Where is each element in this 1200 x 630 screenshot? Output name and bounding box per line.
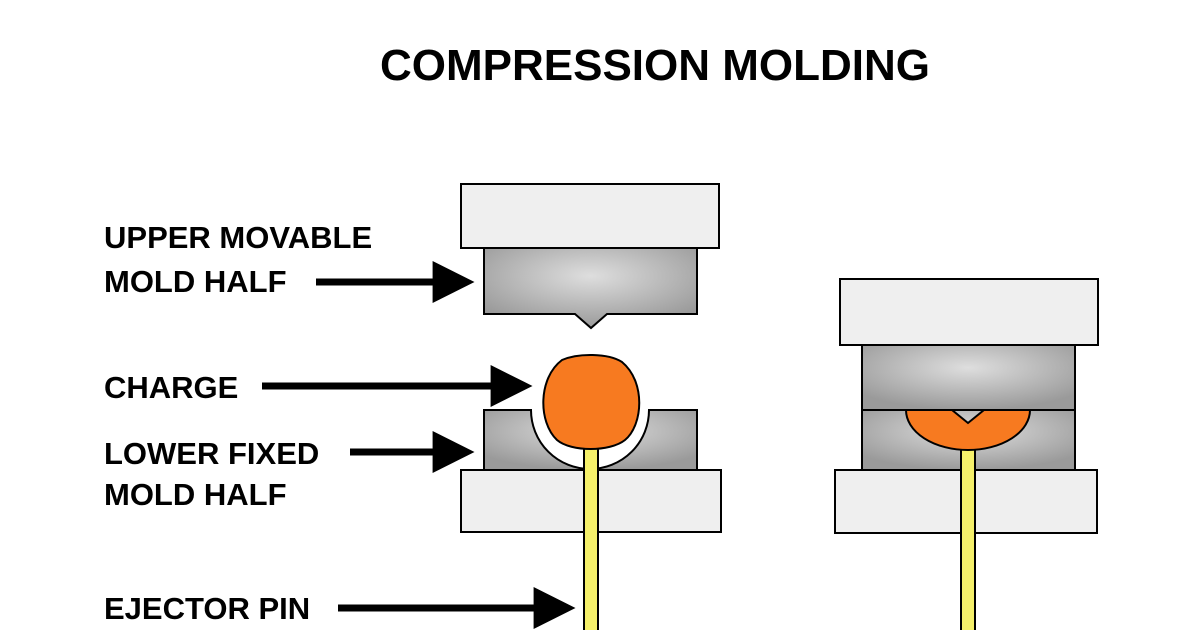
closed-ejector-pin [960,447,976,630]
upper-movable-mold-half [483,247,698,330]
upper-platen [460,183,720,249]
molded-part [904,409,1032,451]
ejector-pin [583,439,599,630]
closed-mold-assembly [834,278,1099,630]
label-ejector-pin: EJECTOR PIN [104,591,310,626]
label-lower-fixed-line1: LOWER FIXED [104,436,319,471]
open-mold-assembly [460,183,722,630]
closed-upper-mold-half [861,344,1076,411]
label-upper-movable-line2: MOLD HALF [104,264,287,299]
lower-fixed-mold-half [483,409,698,471]
label-charge: CHARGE [104,370,238,405]
closed-upper-platen [839,278,1099,346]
label-upper-movable-line1: UPPER MOVABLE [104,220,372,255]
diagram-title: COMPRESSION MOLDING [380,41,930,90]
label-lower-fixed-line2: MOLD HALF [104,477,287,512]
charge [542,353,641,450]
